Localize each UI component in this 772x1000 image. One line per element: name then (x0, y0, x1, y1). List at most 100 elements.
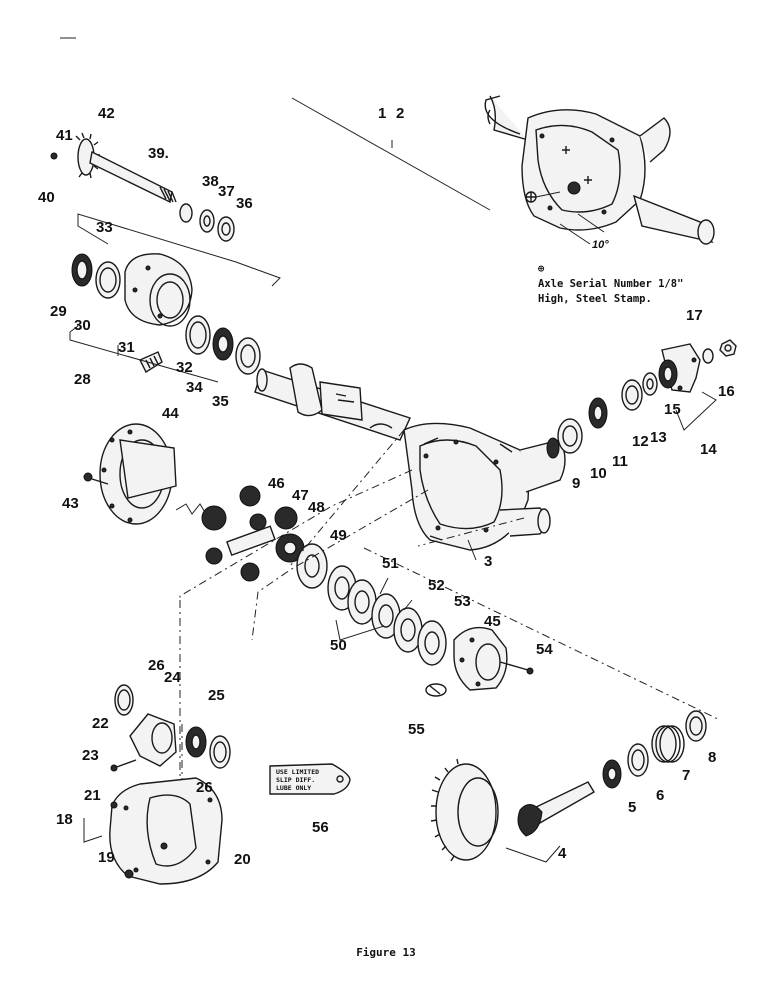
clip-55 (425, 683, 447, 697)
tag-line-3: LUBE ONLY (276, 784, 311, 792)
part-label: 36 (236, 195, 253, 212)
part-label: 10 (590, 465, 607, 482)
part-label: 17 (686, 307, 703, 324)
part-label: 35 (212, 393, 229, 410)
bearing-cup-10 (557, 418, 583, 454)
part-label: 34 (186, 379, 203, 396)
part-label: 31 (118, 339, 135, 356)
spacer-6 (627, 743, 649, 777)
serial-note-symbol: ⊕ (538, 263, 545, 275)
part-label: 41 (56, 127, 73, 144)
side-gears-pinions-46-47 (201, 485, 305, 582)
part-label: 54 (536, 641, 553, 658)
part-label: 26 (148, 657, 165, 674)
serial-note-text-1: Axle Serial Number 1/8" (538, 278, 684, 290)
part-label: 14 (700, 441, 717, 458)
shim-26 (114, 684, 134, 716)
axle-housing-3 (254, 363, 566, 551)
part-label: 23 (82, 747, 99, 764)
bearing-9 (546, 437, 560, 459)
part-label: 7 (682, 767, 690, 784)
part-label: 52 (428, 577, 445, 594)
part-label: 29 (50, 303, 67, 320)
part-label: 47 (292, 487, 309, 504)
clutch-plates-49-53 (296, 543, 447, 666)
seal-32 (185, 315, 211, 355)
bolt-21 (110, 801, 118, 809)
part-label: 5 (628, 799, 636, 816)
angle-label: 10° (592, 239, 609, 251)
bearing-cap-22 (129, 713, 177, 767)
companion-flange-15 (658, 343, 701, 393)
part-label: 3 (484, 553, 492, 570)
part-label: 25 (208, 687, 225, 704)
serial-note-line-1: ⊕ Axle Serial Number 1/8" (538, 262, 708, 292)
part-label: 50 (330, 637, 347, 654)
diff-case-44 (99, 423, 177, 525)
part-label: 44 (162, 405, 179, 422)
part-label: 43 (62, 495, 79, 512)
part-label: 32 (176, 359, 193, 376)
part-label: 49 (330, 527, 347, 544)
bearing-5 (602, 759, 622, 789)
part-label: 40 (38, 189, 55, 206)
seal-12 (621, 379, 643, 411)
part-label: 26 (196, 779, 213, 796)
bearing-cup-30 (95, 261, 121, 299)
part-label: 24 (164, 669, 181, 686)
part-label: 19 (98, 849, 115, 866)
part-label: 37 (218, 183, 235, 200)
wheel-stud-40 (50, 152, 58, 160)
plug-19 (124, 869, 134, 879)
part-label: 12 (632, 433, 649, 450)
tag-line-1: USE LIMITED (276, 768, 319, 776)
part-label: 4 (558, 845, 567, 862)
part-label: 33 (96, 219, 113, 236)
part-label: 13 (650, 429, 667, 446)
tag-line-2: SLIP DIFF. (276, 776, 315, 784)
bolt-31 (139, 351, 163, 374)
part-label: 18 (56, 811, 73, 828)
serial-note-line-2: High, Steel Stamp. (538, 293, 652, 305)
part-label: 39. (148, 145, 169, 162)
part-label: 20 (234, 851, 251, 868)
spacer-7 (651, 725, 685, 763)
cup-8 (685, 710, 707, 742)
part-label: 53 (454, 593, 471, 610)
bolt-54 (499, 661, 534, 675)
serial-note: ⊕ Axle Serial Number 1/8" High, Steel Sta… (538, 262, 708, 307)
part-label: 46 (268, 475, 285, 492)
part-label: 45 (484, 613, 501, 630)
part-label: 42 (98, 105, 115, 122)
part-label: 1 (378, 105, 386, 122)
case-half-45 (453, 626, 508, 691)
serial-stamp-marker (525, 191, 561, 203)
part-label: 55 (408, 721, 425, 738)
bearing-25 (185, 726, 207, 758)
part-label: 16 (718, 383, 735, 400)
part-label: 8 (708, 749, 716, 766)
part-label: 28 (74, 371, 91, 388)
housing-cover-20 (109, 777, 223, 885)
axle-shaft-39 (75, 132, 177, 204)
ring-gear-pinion-4 (430, 758, 595, 862)
bolt-23 (110, 759, 137, 772)
part-label: 30 (74, 317, 91, 334)
part-label: 51 (382, 555, 399, 572)
part-label: 38 (202, 173, 219, 190)
part-label: 22 (92, 715, 109, 732)
part-label: 6 (656, 787, 664, 804)
inset-axle-housing (484, 95, 715, 245)
part-label: 48 (308, 499, 325, 516)
bearing-34 (212, 327, 234, 361)
axle-tube-flange (124, 253, 193, 327)
seal-35 (235, 337, 261, 375)
part-label: 2 (396, 105, 404, 122)
id-tag-56: USE LIMITED SLIP DIFF. LUBE ONLY (269, 763, 351, 795)
part-label: 56 (312, 819, 329, 836)
bearing-33 (71, 253, 93, 287)
deflector-13 (642, 372, 658, 396)
cup-26 (209, 735, 231, 769)
